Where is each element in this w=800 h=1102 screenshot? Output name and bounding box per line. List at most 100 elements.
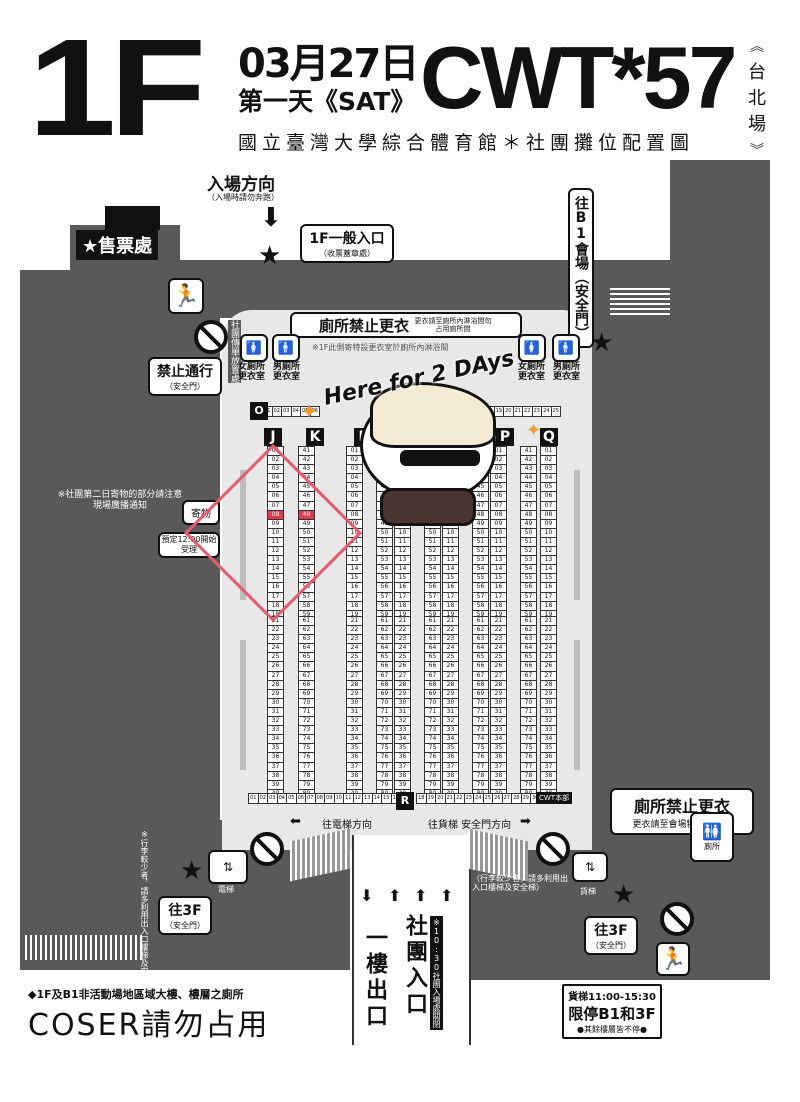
sparkle-icon: ✦	[300, 400, 319, 425]
booth-cell: 50	[520, 527, 537, 537]
notice-1f: ※1F此側寄特設更衣室於廁所內淋浴間	[312, 343, 449, 352]
booth-cell: 65	[424, 652, 441, 662]
booth-cell: 24	[346, 643, 363, 653]
booth-cell: 26	[394, 661, 411, 671]
booth-cell: 30	[267, 697, 284, 707]
chevron-up-icon: ︽	[750, 39, 764, 55]
male-room-label: 男廁所更衣室	[273, 362, 301, 382]
floor-title: 1F	[28, 11, 206, 165]
booth-cell: 76	[520, 752, 537, 762]
booth-cell: 21	[346, 616, 363, 626]
booth-cell: 37	[346, 761, 363, 771]
booth-cell: 52	[424, 546, 441, 556]
booth-cell: 51	[298, 536, 315, 547]
arrow-up-icon: ⬆	[440, 886, 454, 905]
booth-cell: 12	[394, 546, 411, 556]
booth-cell: 62	[520, 625, 537, 635]
booth-cell: 43	[298, 464, 315, 474]
booth-cell: 26	[267, 661, 284, 671]
booth-cell: 31	[442, 706, 459, 717]
booth-cell: 17	[540, 591, 557, 601]
booth-cell: 50	[376, 527, 393, 537]
booth-cell: 67	[376, 670, 393, 680]
stairs-bottom-left	[25, 935, 145, 960]
booth-cell: 31	[394, 706, 411, 717]
booth-cell: 75	[520, 743, 537, 753]
booth-cell: 61	[298, 616, 315, 626]
booth-cell: 79	[472, 779, 489, 789]
booth-cell: 10	[346, 527, 363, 537]
booth-cell: 35	[267, 743, 284, 753]
booth-letter-O: O	[250, 402, 268, 420]
booth-cell: 44	[520, 473, 537, 483]
booth-column: 0102030405060708091011121314151617181920	[267, 446, 284, 629]
booth-cell: 36	[394, 752, 411, 762]
booth-cell: 51	[520, 536, 537, 547]
restroom-icon: 🚻 廁所	[690, 812, 734, 862]
booth-cell: 32	[490, 716, 507, 726]
wall-segment	[240, 640, 246, 770]
booth-cell: 05	[490, 482, 507, 492]
booth-cell: 11	[442, 536, 459, 547]
booth-cell: 09	[540, 518, 557, 528]
booth-cell: 35	[540, 743, 557, 753]
booth-cell: 68	[520, 679, 537, 689]
booth-cell: 41	[298, 446, 315, 456]
booth-cell: 61	[520, 616, 537, 626]
booth-cell: 37	[267, 761, 284, 771]
booth-cell: 32	[267, 716, 284, 726]
booth-cell: 72	[376, 716, 393, 726]
booth-cell: 26	[490, 661, 507, 671]
booth-cell: 25	[346, 652, 363, 662]
booth-cell: 06	[267, 491, 284, 501]
flyer-area-label: 社團傳單放置處	[228, 320, 241, 383]
booth-cell: 12	[346, 546, 363, 556]
booth-cell: 73	[376, 725, 393, 735]
booth-cell: 77	[424, 761, 441, 771]
star-icon: ★	[180, 856, 204, 886]
booth-cell: 24	[394, 643, 411, 653]
booth-cell: 03	[540, 464, 557, 474]
booth-cell: 68	[472, 679, 489, 689]
booth-cell: 74	[424, 734, 441, 744]
booth-cell: 52	[520, 546, 537, 556]
arrow-left-icon: ⬅	[290, 814, 301, 829]
booth-cell: 22	[490, 625, 507, 635]
booth-cell: 30	[346, 697, 363, 707]
booth-cell: 17	[267, 591, 284, 601]
booth-cell: 78	[298, 770, 315, 780]
booth-cell: 21	[442, 616, 459, 626]
booth-cell: 57	[424, 591, 441, 601]
booth-cell: 31	[346, 706, 363, 717]
booth-cell: 07	[267, 500, 284, 510]
booth-cell: 73	[520, 725, 537, 735]
booth-cell: 68	[424, 679, 441, 689]
booth-cell: 68	[376, 679, 393, 689]
booth-cell: 32	[346, 716, 363, 726]
booth-column: 2122232425262728293031323334353637383940	[394, 616, 411, 799]
booth-cell: 75	[376, 743, 393, 753]
freight-elevator-icon: ⇅	[572, 852, 608, 882]
booth-cell: 71	[520, 706, 537, 717]
booth-cell: 26	[540, 661, 557, 671]
booth-cell: 74	[298, 734, 315, 744]
booth-cell: 72	[520, 716, 537, 726]
booth-cell: 38	[394, 770, 411, 780]
event-name: CWT*57	[420, 28, 737, 127]
booth-cell: 36	[490, 752, 507, 762]
booth-cell: 57	[298, 591, 315, 601]
booth-cell: 19	[267, 609, 284, 619]
booth-cell: 65	[520, 652, 537, 662]
booth-cell: 03	[346, 464, 363, 474]
booth-cell: 28	[540, 679, 557, 689]
booth-cell: 55	[424, 573, 441, 583]
booth-cell: 31	[490, 706, 507, 717]
booth-cell: 53	[424, 555, 441, 565]
booth-column: 6162636465666768697071727374757677787980	[520, 616, 537, 799]
booth-row-R: 1819202122232425262728293031	[416, 793, 550, 804]
to-elevator-label: 往電梯方向	[322, 820, 372, 831]
star-icon: ★	[590, 328, 614, 358]
to-freight-label: 往貨梯 安全門方向	[428, 820, 512, 831]
booth-cell: 27	[267, 670, 284, 680]
booth-cell: 15	[346, 573, 363, 583]
